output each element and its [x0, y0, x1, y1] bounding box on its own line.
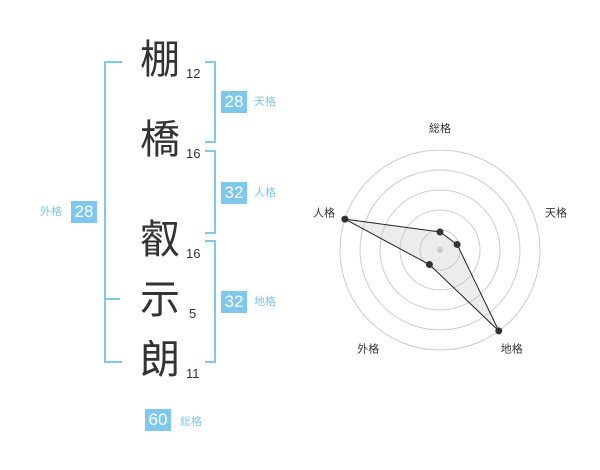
name-char-5: 朗	[140, 337, 180, 383]
stroke-count-2: 16	[186, 146, 201, 161]
gaikaku-label: 外格	[40, 205, 62, 218]
jinkaku-bracket	[205, 150, 216, 234]
gaikaku-inner-tick	[104, 298, 120, 300]
chikaku-bracket	[205, 240, 216, 363]
name-char-3: 叡	[140, 217, 180, 263]
chikaku-value: 32	[221, 291, 247, 313]
stroke-count-3: 16	[186, 246, 201, 261]
jinkaku-label: 人格	[254, 186, 276, 199]
soukaku-label: 総格	[180, 415, 202, 428]
soukaku-value: 60	[145, 409, 171, 431]
radar-point-1	[453, 240, 461, 248]
radar-point-3	[425, 261, 433, 269]
tenkaku-bracket	[205, 61, 216, 143]
gaikaku-value: 28	[71, 201, 97, 223]
radar-axis-label-3: 外格	[357, 342, 379, 356]
radar-axis-label-1: 天格	[545, 205, 567, 219]
jinkaku-value: 32	[221, 182, 247, 204]
radar-point-2	[495, 327, 503, 335]
stroke-count-5: 11	[186, 366, 200, 381]
radar-center-dot	[437, 247, 443, 253]
radar-axis-label-0: 総格	[429, 121, 451, 135]
stroke-count-4: 5	[189, 306, 197, 321]
radar-grid-ring	[359, 169, 521, 331]
chikaku-label: 地格	[254, 295, 276, 308]
radar-axis-label-2: 地格	[501, 342, 523, 356]
radar-grid-ring	[399, 209, 481, 291]
radar-point-0	[436, 228, 444, 236]
radar-axis-label-4: 人格	[313, 205, 335, 219]
tenkaku-value: 28	[221, 91, 247, 113]
name-char-4: 示	[140, 277, 180, 323]
name-char-2: 橋	[140, 117, 180, 163]
radar-point-4	[341, 215, 349, 223]
tenkaku-label: 天格	[254, 95, 276, 108]
radar-grid-ring	[379, 189, 501, 311]
gaikaku-bracket	[104, 61, 122, 363]
radar-data-polygon	[344, 218, 500, 332]
stroke-count-1: 12	[186, 66, 201, 81]
name-char-1: 棚	[140, 37, 180, 83]
radar-grid-ring	[339, 149, 541, 351]
